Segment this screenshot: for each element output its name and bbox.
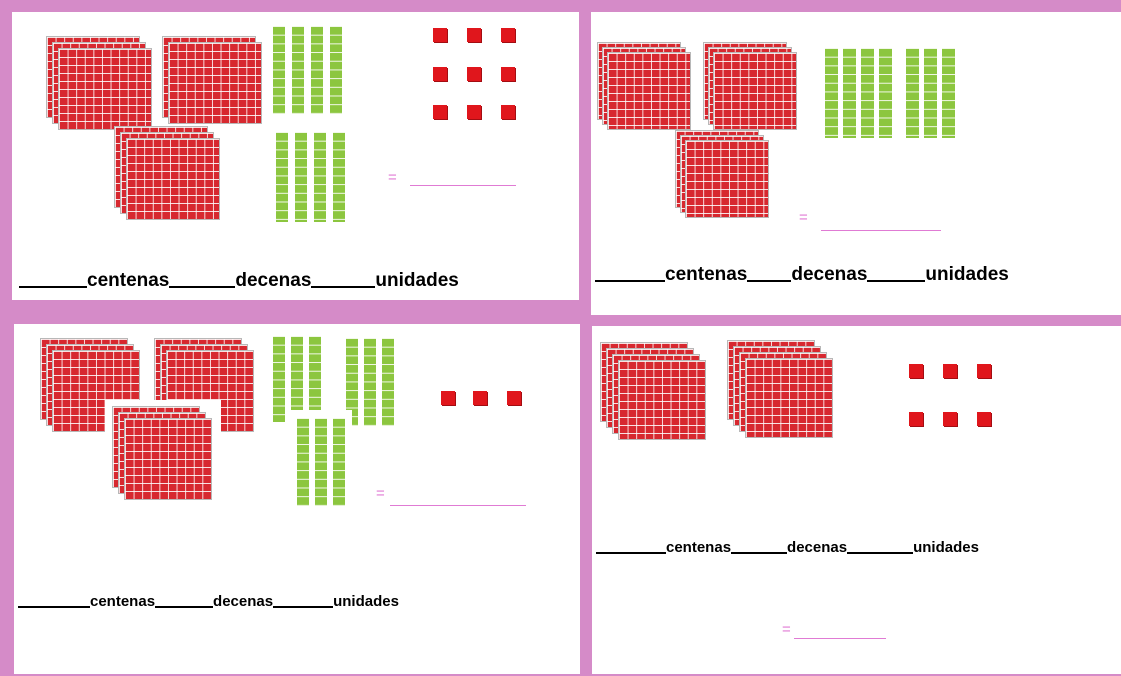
answer-line[interactable] [410, 185, 516, 186]
hundred-block [607, 52, 691, 130]
ten-rod [314, 132, 326, 222]
unidades-label: unidades [913, 539, 979, 556]
decenas-label: decenas [787, 539, 847, 556]
unit-cube [943, 412, 957, 426]
centenas-label: centenas [87, 270, 169, 292]
centenas-label: centenas [90, 593, 155, 610]
ten-rod [273, 26, 285, 114]
hundred-block [618, 360, 706, 440]
equals-sign: = [782, 622, 791, 637]
hundreds-blank[interactable] [595, 279, 665, 282]
unit-cube [909, 364, 923, 378]
hundred-block [713, 52, 797, 130]
ten-rod [295, 132, 307, 222]
equals-sign: = [388, 170, 397, 185]
place-value-sentence: centenas decenas unidades [18, 593, 399, 610]
unit-cube [507, 391, 521, 405]
unit-cube [467, 105, 481, 119]
ten-rod [364, 338, 376, 426]
centenas-label: centenas [666, 539, 731, 556]
units-blank[interactable] [867, 279, 925, 282]
unit-cube [467, 28, 481, 42]
unidades-label: unidades [375, 270, 458, 292]
units-blank[interactable] [311, 285, 375, 288]
ten-rod [382, 338, 394, 426]
hundreds-blank[interactable] [19, 285, 87, 288]
tens-blank[interactable] [747, 279, 791, 282]
ten-rod [879, 48, 892, 138]
ten-rod [297, 418, 309, 506]
hundreds-blank[interactable] [18, 605, 90, 608]
unit-cube [441, 391, 455, 405]
unit-cube [433, 28, 447, 42]
decenas-label: decenas [213, 593, 273, 610]
unit-cube [501, 28, 515, 42]
ten-rod [311, 26, 323, 114]
equals-sign: = [376, 486, 385, 501]
unit-cube [433, 105, 447, 119]
unit-cube [433, 67, 447, 81]
ten-rod [906, 48, 919, 138]
ten-rod [276, 132, 288, 222]
exercise-3-panel: = centenas decenas unidades [14, 324, 580, 674]
hundred-block [168, 42, 262, 124]
equals-sign: = [799, 210, 808, 225]
tens-blank[interactable] [155, 605, 213, 608]
unidades-label: unidades [333, 593, 399, 610]
unit-cube [467, 67, 481, 81]
ten-rod [315, 418, 327, 506]
answer-line[interactable] [390, 505, 526, 506]
decenas-label: decenas [791, 264, 867, 286]
units-blank[interactable] [273, 605, 333, 608]
place-value-sentence: centenas decenas unidades [19, 270, 459, 292]
answer-line[interactable] [794, 638, 886, 639]
hundred-block [126, 138, 220, 220]
unit-cube [501, 105, 515, 119]
hundreds-blank[interactable] [596, 551, 666, 554]
place-value-sentence: centenas decenas unidades [595, 264, 1009, 286]
unit-cube [501, 67, 515, 81]
ten-rod [333, 132, 345, 222]
ten-rod [333, 418, 345, 506]
ten-rod [330, 26, 342, 114]
exercise-4-panel: centenas decenas unidades = [592, 326, 1121, 674]
answer-line[interactable] [821, 230, 941, 231]
centenas-label: centenas [665, 264, 747, 286]
ten-rod [861, 48, 874, 138]
unit-cube [977, 412, 991, 426]
unit-cube [943, 364, 957, 378]
hundred-block [685, 140, 769, 218]
ten-rod [825, 48, 838, 138]
units-blank[interactable] [847, 551, 913, 554]
unidades-label: unidades [925, 264, 1008, 286]
ten-rod [292, 26, 304, 114]
unit-cube [909, 412, 923, 426]
ten-rod [273, 336, 285, 422]
hundred-block [124, 418, 212, 500]
place-value-sentence: centenas decenas unidades [596, 539, 979, 556]
tens-blank[interactable] [731, 551, 787, 554]
decenas-label: decenas [235, 270, 311, 292]
ten-rod [843, 48, 856, 138]
unit-cube [977, 364, 991, 378]
tens-blank[interactable] [169, 285, 235, 288]
unit-cube [473, 391, 487, 405]
ten-rod [942, 48, 955, 138]
exercise-1-panel: = centenas decenas unidades [12, 12, 579, 300]
exercise-2-panel: = centenas decenas unidades [591, 12, 1121, 315]
hundred-block [745, 358, 833, 438]
hundred-block [58, 48, 152, 130]
ten-rod [924, 48, 937, 138]
